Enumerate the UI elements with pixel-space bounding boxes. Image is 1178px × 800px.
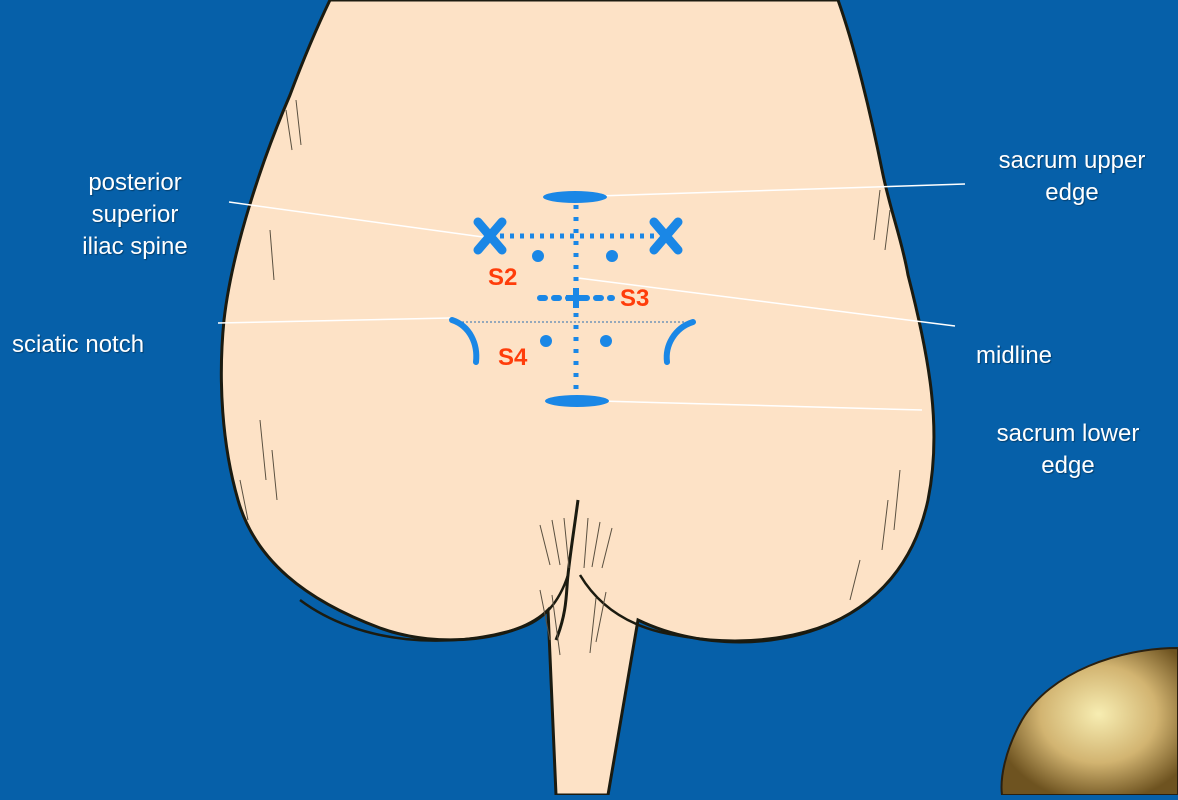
corner-sphere-image [1002, 648, 1178, 795]
s4-label: S4 [498, 345, 527, 371]
psis-label-line-1: posterior [40, 167, 230, 199]
sciatic-notch-label: sciatic notch [12, 329, 144, 361]
s2-right-foramen-dot [606, 250, 618, 262]
psis-label-line-2: superior [40, 199, 230, 231]
sacrum-lower-label: sacrum lower edge [962, 418, 1174, 482]
sacrum-upper-edge-marker [543, 191, 607, 203]
s3-label: S3 [620, 286, 649, 312]
sacrum-upper-label: sacrum upper edge [966, 145, 1178, 209]
sacrum-upper-label-line-1: sacrum upper [966, 145, 1178, 177]
s4-left-foramen-dot [540, 335, 552, 347]
s2-left-foramen-dot [532, 250, 544, 262]
sacrum-upper-label-line-2: edge [966, 177, 1178, 209]
sacrum-lower-label-line-2: edge [962, 450, 1174, 482]
sacrum-lower-edge-marker [545, 395, 609, 407]
s2-label: S2 [488, 265, 517, 291]
psis-label-line-3: iliac spine [40, 231, 230, 263]
midline-label: midline [976, 340, 1052, 372]
psis-label: posterior superior iliac spine [40, 167, 230, 263]
sacrum-lower-label-line-1: sacrum lower [962, 418, 1174, 450]
s4-right-foramen-dot [600, 335, 612, 347]
